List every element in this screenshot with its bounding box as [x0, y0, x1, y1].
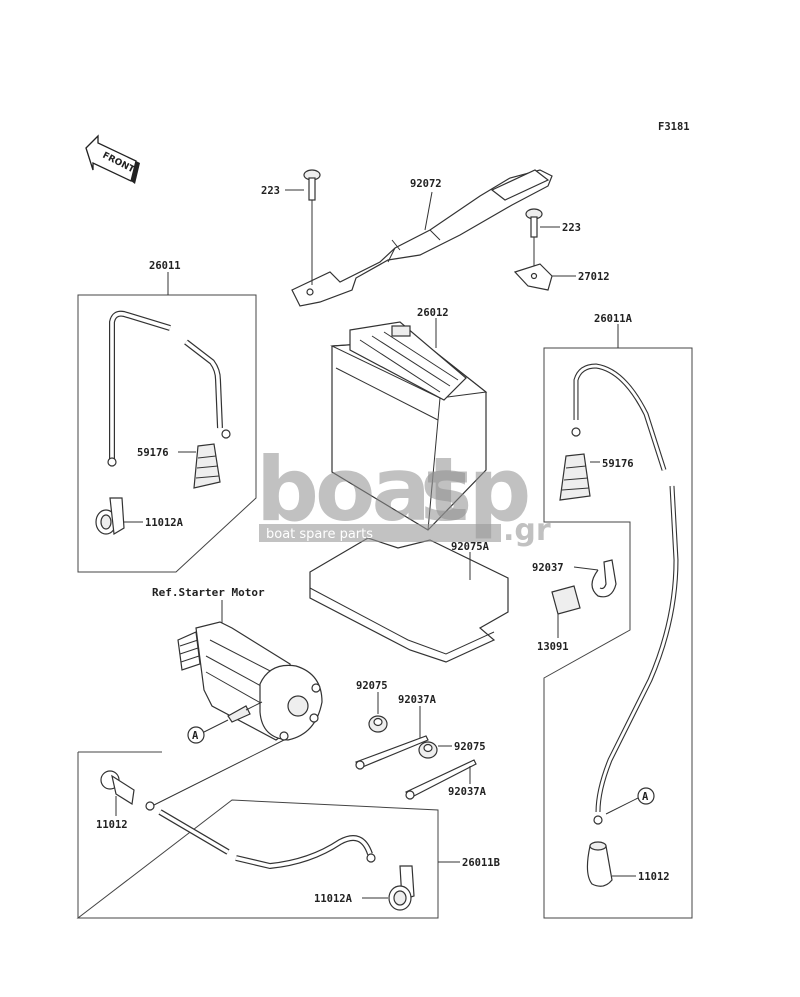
label-26011A: 26011A [594, 313, 633, 325]
bracket-27012 [513, 263, 553, 291]
label-223-right: 223 [562, 222, 581, 234]
label-11012A-bottom: 11012A [314, 893, 353, 905]
pad-13091 [551, 585, 581, 615]
cable-26011A [571, 363, 679, 825]
cable-box-26011A [543, 347, 693, 919]
clamp-92037 [591, 559, 617, 598]
cap-11012A-left [95, 497, 125, 535]
label-26011: 26011 [149, 260, 181, 272]
watermark-sp: sp [420, 438, 528, 541]
label-223-top: 223 [261, 185, 280, 197]
label-26011B: 26011B [462, 857, 500, 869]
front-arrow-icon: FRONT [85, 134, 140, 184]
callout-a-right-label: A [642, 791, 649, 803]
cable-box-26011 [77, 294, 257, 573]
grommet-92075-b [418, 741, 438, 759]
cap-11012-left [100, 770, 135, 805]
boot-59176-right [559, 453, 591, 501]
label-92075-a: 92075 [356, 680, 388, 692]
label-92037A-b: 92037A [448, 786, 487, 798]
cable-26011B [145, 739, 376, 870]
label-92075-b: 92075 [454, 741, 486, 753]
callout-a-right [637, 787, 655, 805]
watermark-logo: boat sp .gr boat spare parts [256, 438, 551, 548]
label-92072: 92072 [410, 178, 442, 190]
watermark-gr: .gr [503, 513, 551, 548]
callout-a-left [187, 726, 205, 744]
figure-id: F3181 [658, 121, 690, 133]
label-26012: 26012 [417, 307, 449, 319]
callout-a-left-label: A [192, 730, 199, 742]
label-92037: 92037 [532, 562, 564, 574]
cable-26011 [107, 310, 231, 467]
cap-11012-right [586, 841, 613, 887]
cap-11012A-bottom [388, 865, 415, 911]
label-59176-right: 59176 [602, 458, 634, 470]
battery-mat [309, 537, 509, 663]
starter-motor [177, 621, 323, 741]
label-11012-right: 11012 [638, 871, 670, 883]
ref-starter-motor-label: Ref.Starter Motor [152, 586, 265, 599]
label-11012A-left: 11012A [145, 517, 184, 529]
watermark-sub: boat spare parts [266, 527, 373, 542]
bolt-223-top [303, 169, 321, 285]
bolt-starter [227, 701, 263, 723]
label-59176-left: 59176 [137, 447, 169, 459]
tie-92037A-b [405, 759, 477, 800]
battery-strap [291, 169, 553, 307]
cable-box-26011B [76, 751, 439, 919]
grommet-92075-a [368, 715, 388, 733]
label-92037A-a: 92037A [398, 694, 437, 706]
label-13091: 13091 [537, 641, 569, 653]
label-27012: 27012 [578, 271, 610, 283]
boot-59176-left [193, 443, 221, 489]
watermark-main: boat [256, 438, 468, 541]
label-11012-left: 11012 [96, 819, 128, 831]
tie-92037A-a [355, 735, 429, 770]
bolt-223-right [525, 208, 543, 268]
label-92075A: 92075A [451, 541, 490, 553]
battery [330, 321, 488, 531]
